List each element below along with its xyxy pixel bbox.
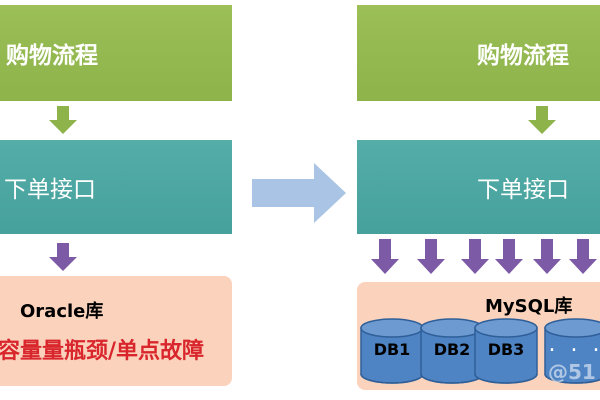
left-down-arrow-purple <box>49 243 77 271</box>
mysql-db-title: MySQL库 <box>485 296 573 317</box>
left-shopping-flow-label: 购物流程 <box>6 43 98 69</box>
right-order-api-label: 下单接口 <box>477 177 569 203</box>
db3-cylinder: DB3 <box>473 318 539 386</box>
transition-arrow-right <box>252 163 346 223</box>
db3-label: DB3 <box>487 340 525 359</box>
left-order-api-label: 下单接口 <box>4 177 96 203</box>
right-down-arrow-purple-1 <box>371 239 399 274</box>
db1-label: DB1 <box>373 340 411 359</box>
db-more-ellipsis: . . . <box>548 332 600 357</box>
oracle-db-title: Oracle库 <box>20 301 104 322</box>
database-icon <box>544 318 600 384</box>
left-down-arrow-green <box>49 106 77 134</box>
db2-cylinder: DB2 <box>419 318 485 386</box>
db1-cylinder: DB1 <box>359 318 425 386</box>
left-order-api-box: 下单接口 <box>0 140 232 234</box>
right-down-arrow-purple-4 <box>495 239 523 274</box>
database-icon <box>474 318 538 384</box>
right-down-arrow-green <box>528 106 556 134</box>
watermark: @51 <box>548 360 596 384</box>
left-oracle-db-box: Oracle库 容量量瓶颈/单点故障 <box>0 276 232 386</box>
right-down-arrow-purple-2 <box>417 239 445 274</box>
right-shopping-flow-label: 购物流程 <box>477 43 569 69</box>
right-mysql-db-box: MySQL库 DB1 DB2 DB3 . . <box>357 282 600 390</box>
right-order-api-box: 下单接口 <box>357 140 600 234</box>
right-down-arrow-purple-3 <box>461 239 489 274</box>
db2-label: DB2 <box>433 340 471 359</box>
right-down-arrow-purple-6 <box>569 239 597 274</box>
db-more-cylinder: . . . <box>543 318 600 386</box>
database-icon <box>360 318 424 384</box>
database-icon <box>420 318 484 384</box>
left-shopping-flow-box: 购物流程 <box>0 5 232 101</box>
right-shopping-flow-box: 购物流程 <box>357 5 600 101</box>
oracle-db-problem: 容量量瓶颈/单点故障 <box>0 339 205 364</box>
right-down-arrow-purple-5 <box>533 239 561 274</box>
